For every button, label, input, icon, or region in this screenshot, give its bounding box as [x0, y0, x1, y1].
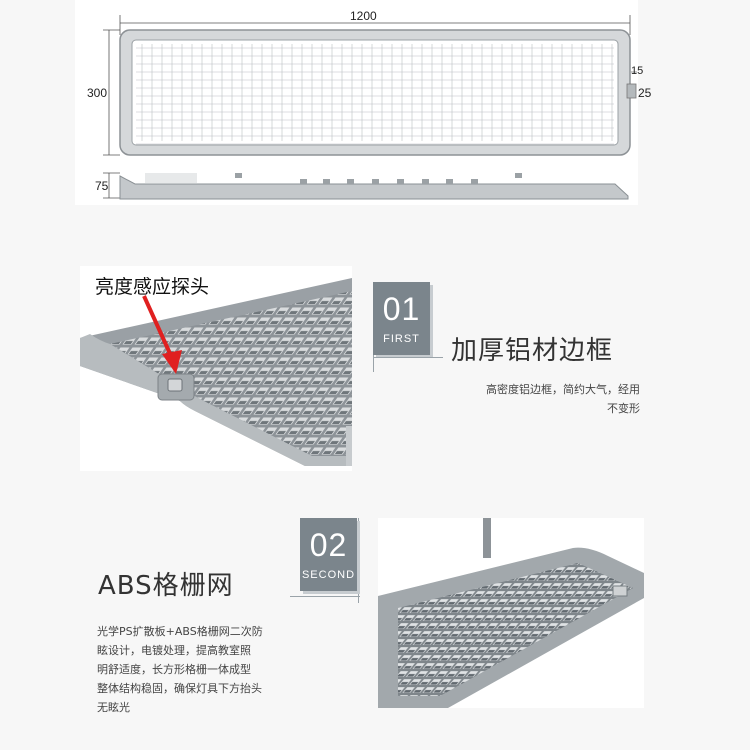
side-tab — [372, 179, 379, 184]
side-tab — [300, 179, 307, 184]
technical-drawing: 1200 300 75 15 — [75, 0, 643, 205]
description-line: 光学PS扩散板+ABS格栅网二次防 — [97, 625, 263, 638]
feature-number-badge-02: 02 SECOND — [300, 518, 357, 591]
louver-panel-illustration — [378, 518, 644, 708]
description-line: 高密度铝边框，简约大气，经用 — [486, 383, 640, 396]
description-line: 眩设计，电镀处理，提高教室照 — [97, 644, 251, 657]
feature-description: 光学PS扩散板+ABS格栅网二次防 眩设计，电镀处理，提高教室照 明舒适度，长方… — [97, 622, 332, 717]
description-line: 无眩光 — [97, 701, 130, 714]
feature-ordinal-word: SECOND — [301, 569, 356, 581]
red-arrow-icon — [142, 295, 182, 374]
feature-description: 高密度铝边框，简约大气，经用 不变形 — [440, 380, 640, 418]
sensor-offset-label: 15 — [631, 65, 644, 77]
sensor-size-label-text: 25 — [638, 86, 652, 100]
frame-corner-photo — [80, 266, 352, 471]
depth-dimension-label: 75 — [95, 179, 109, 193]
side-tab — [347, 179, 354, 184]
sensor-callout-label: 亮度感应探头 — [95, 276, 210, 298]
grid-lines — [136, 44, 614, 145]
divider-line — [358, 518, 359, 603]
side-tab — [471, 179, 478, 184]
dimension-drawing-svg — [103, 15, 637, 200]
side-tab — [446, 179, 453, 184]
divider-line — [290, 596, 360, 597]
feature-ordinal-word: FIRST — [383, 333, 420, 345]
side-view-tabs — [235, 173, 522, 184]
description-line: 整体结构稳固，确保灯具下方抬头 — [97, 682, 262, 695]
description-line: 明舒适度，长方形格栅一体成型 — [97, 663, 251, 676]
feature-title: ABS格栅网 — [98, 571, 234, 601]
side-tab — [422, 179, 429, 184]
feature-number: 02 — [309, 527, 348, 563]
side-tab — [235, 173, 242, 178]
side-tab — [323, 179, 330, 184]
side-tab — [397, 179, 404, 184]
width-dimension-label: 1200 — [350, 9, 377, 23]
louver-panel-photo — [378, 518, 644, 708]
side-tab — [515, 173, 522, 178]
description-line: 不变形 — [607, 402, 640, 415]
divider-line — [373, 357, 443, 358]
feature-title: 加厚铝材边框 — [451, 336, 614, 366]
height-dimension-label: 300 — [87, 86, 108, 100]
feature-number: 01 — [382, 291, 421, 327]
feature-number-badge-01: 01 FIRST — [373, 282, 430, 355]
frame-corner-illustration — [80, 278, 352, 466]
